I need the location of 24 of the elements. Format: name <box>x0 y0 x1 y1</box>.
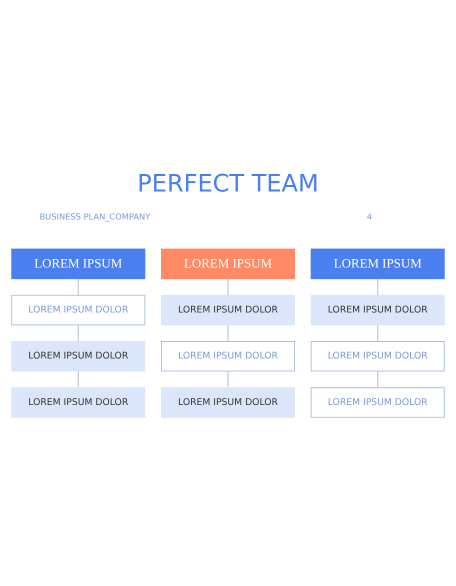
node-box: LOREM IPSUM DOLOR <box>11 341 146 372</box>
node-box: LOREM IPSUM DOLOR <box>11 387 146 418</box>
label: 4 <box>366 212 372 222</box>
node-box: LOREM IPSUM DOLOR <box>310 341 445 372</box>
connector <box>227 371 229 388</box>
connector <box>227 325 229 342</box>
node-box: LOREM IPSUM DOLOR <box>310 387 445 418</box>
connector <box>78 278 79 296</box>
label: BUSINESS PLAN_COMPANY <box>39 212 150 222</box>
connector <box>377 278 378 296</box>
connector <box>78 325 79 342</box>
node-box: LOREM IPSUM <box>310 248 445 280</box>
node-box: LOREM IPSUM <box>161 248 295 280</box>
node-box: LOREM IPSUM DOLOR <box>161 387 295 418</box>
connector <box>227 278 229 296</box>
node-box: LOREM IPSUM DOLOR <box>11 294 146 326</box>
node-box: LOREM IPSUM DOLOR <box>161 341 295 372</box>
connector <box>377 371 378 388</box>
diagram-title: PERFECT TEAM <box>137 170 319 198</box>
node-box: LOREM IPSUM DOLOR <box>161 294 295 326</box>
node-box: LOREM IPSUM DOLOR <box>310 294 445 326</box>
connector <box>78 371 79 388</box>
node-box: LOREM IPSUM <box>11 248 146 280</box>
connector <box>377 325 378 342</box>
